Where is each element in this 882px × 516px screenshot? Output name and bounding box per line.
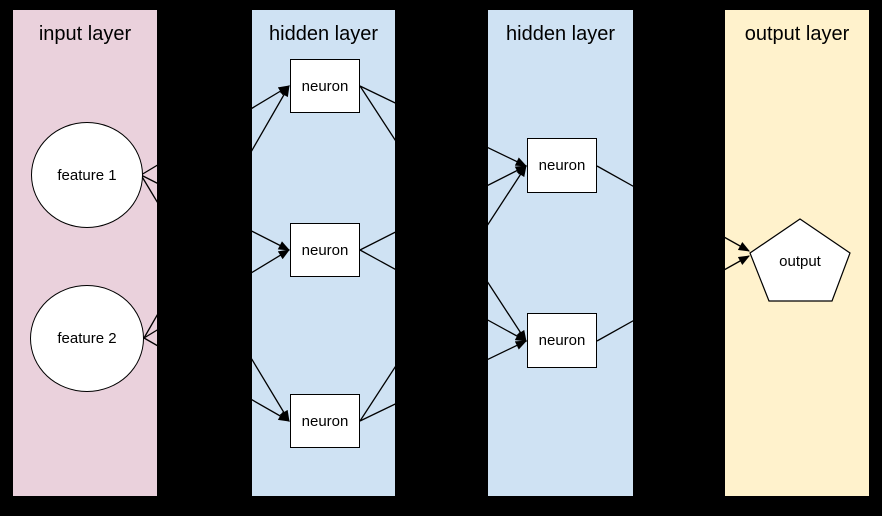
hidden2-neuron-1-label: neuron [538, 157, 586, 174]
output-node-pentagon [749, 218, 851, 302]
edge-hidden2n2-output [596, 255, 750, 342]
edge-hidden1n3-hidden2n2 [359, 340, 528, 422]
feature-2-label: feature 2 [57, 330, 117, 347]
edge-hidden1n3-hidden2n1 [359, 165, 527, 422]
input-layer-title: input layer [38, 23, 132, 45]
edge-hidden1n2-hidden2n1 [359, 165, 528, 251]
hidden1-neuron-3: neuron [290, 394, 360, 448]
edge-hidden1n2-hidden2n2 [359, 249, 527, 342]
edge-input1-hidden1n3 [140, 174, 290, 422]
hidden1-neuron-2-label: neuron [301, 241, 349, 259]
hidden2-neuron-1: neuron [527, 138, 597, 193]
edge-input2-hidden1n1 [143, 85, 290, 339]
edge-hidden1n1-hidden2n2 [359, 85, 527, 342]
input-node-feature-1: feature 1 [31, 122, 143, 228]
hidden2-neuron-2: neuron [527, 313, 597, 368]
edge-input2-hidden1n2 [143, 249, 290, 339]
edge-input1-hidden1n1 [140, 85, 290, 176]
hidden-layer-2-panel: hidden layer [488, 10, 633, 496]
input-layer-panel: input layer [13, 10, 157, 496]
output-node-label: output [779, 253, 821, 270]
edge-input1-hidden1n2 [140, 174, 291, 251]
hidden-layer-2-title: hidden layer [506, 23, 615, 45]
hidden2-neuron-2-label: neuron [538, 332, 586, 349]
input-node-feature-2: feature 2 [30, 285, 144, 392]
edge-hidden1n1-hidden2n1 [359, 85, 528, 167]
hidden-layer-1-title: hidden layer [269, 23, 378, 45]
edge-hidden2n1-output [596, 165, 750, 252]
hidden1-neuron-3-label: neuron [301, 412, 349, 430]
output-layer-title: output layer [744, 23, 850, 45]
hidden1-neuron-1-label: neuron [301, 77, 349, 95]
hidden1-neuron-1: neuron [290, 59, 360, 113]
edge-input2-hidden1n3 [143, 337, 290, 422]
hidden1-neuron-2: neuron [290, 223, 360, 277]
feature-1-label: feature 1 [57, 166, 117, 184]
